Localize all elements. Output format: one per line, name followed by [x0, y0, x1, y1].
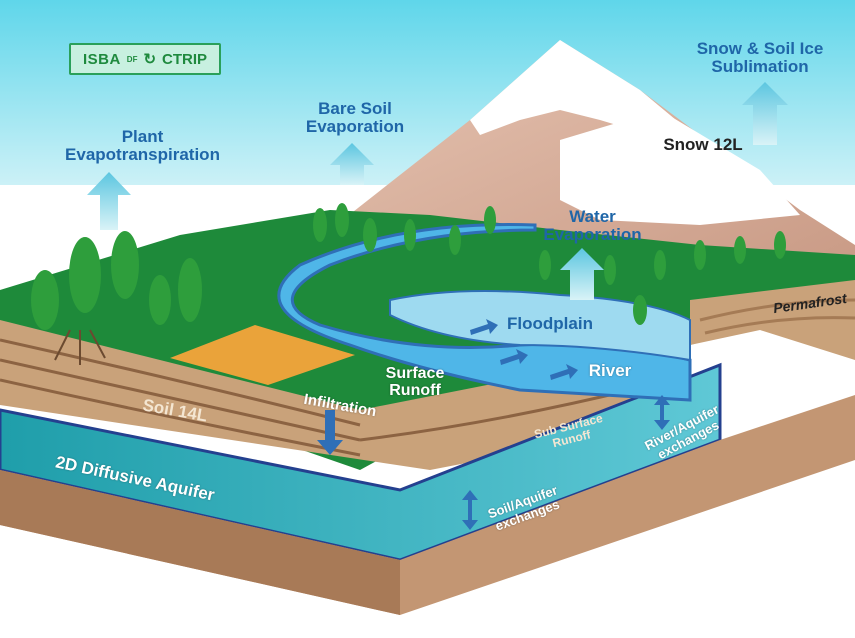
- arrow-river-aquifer: [654, 395, 670, 430]
- floodplain-area: [389, 290, 691, 362]
- label-surface-runoff: Surface Runoff: [385, 365, 445, 399]
- logo-ctrip-text: CTRIP: [162, 50, 208, 68]
- label-water-evaporation: Water Evaporation: [543, 207, 642, 244]
- flow-arrows: [317, 319, 670, 530]
- arrow-river-flow: [550, 364, 578, 380]
- aquifer-layer: [0, 365, 720, 560]
- label-floodplain: Floodplain: [507, 314, 593, 333]
- permafrost-lines: [699, 298, 855, 335]
- arrow-plant-evap: [87, 172, 131, 230]
- label-snow-layers: Snow 12L: [663, 135, 743, 154]
- label-bare-soil-evaporation: Bare Soil Evaporation: [305, 99, 405, 136]
- arrow-infiltration: [317, 410, 343, 455]
- isba-ctrip-logo: ISBA DF ↻ CTRIP: [69, 43, 221, 75]
- trees: [31, 203, 786, 330]
- cycle-arrows-icon: ↻: [143, 51, 157, 68]
- flux-arrows: [87, 82, 788, 300]
- crop-field: [170, 325, 355, 385]
- label-plant-evapotranspiration: Plant Evapotranspiration: [65, 127, 220, 164]
- arrow-water-evap: [560, 248, 604, 300]
- soil-front: [0, 320, 690, 470]
- tree-roots: [54, 329, 106, 365]
- bedrock-edge: [0, 470, 400, 615]
- arrow-snow-sublimation: [742, 82, 788, 145]
- arrow-floodplain-flow: [470, 319, 498, 335]
- mountain-snow: [470, 40, 700, 140]
- mountain-snow-field: [560, 110, 800, 225]
- arrow-runoff-flow: [500, 349, 528, 365]
- logo-df-text: DF: [126, 54, 138, 64]
- arrow-soil-aquifer: [462, 490, 478, 530]
- arrow-bare-soil: [330, 143, 374, 185]
- label-snow-soil-ice-sublimation: Snow & Soil Ice Sublimation: [696, 39, 824, 76]
- river-channel: [277, 223, 692, 402]
- soil-strata: [0, 338, 691, 457]
- logo-isba-text: ISBA: [82, 50, 121, 68]
- label-river: River: [588, 361, 632, 380]
